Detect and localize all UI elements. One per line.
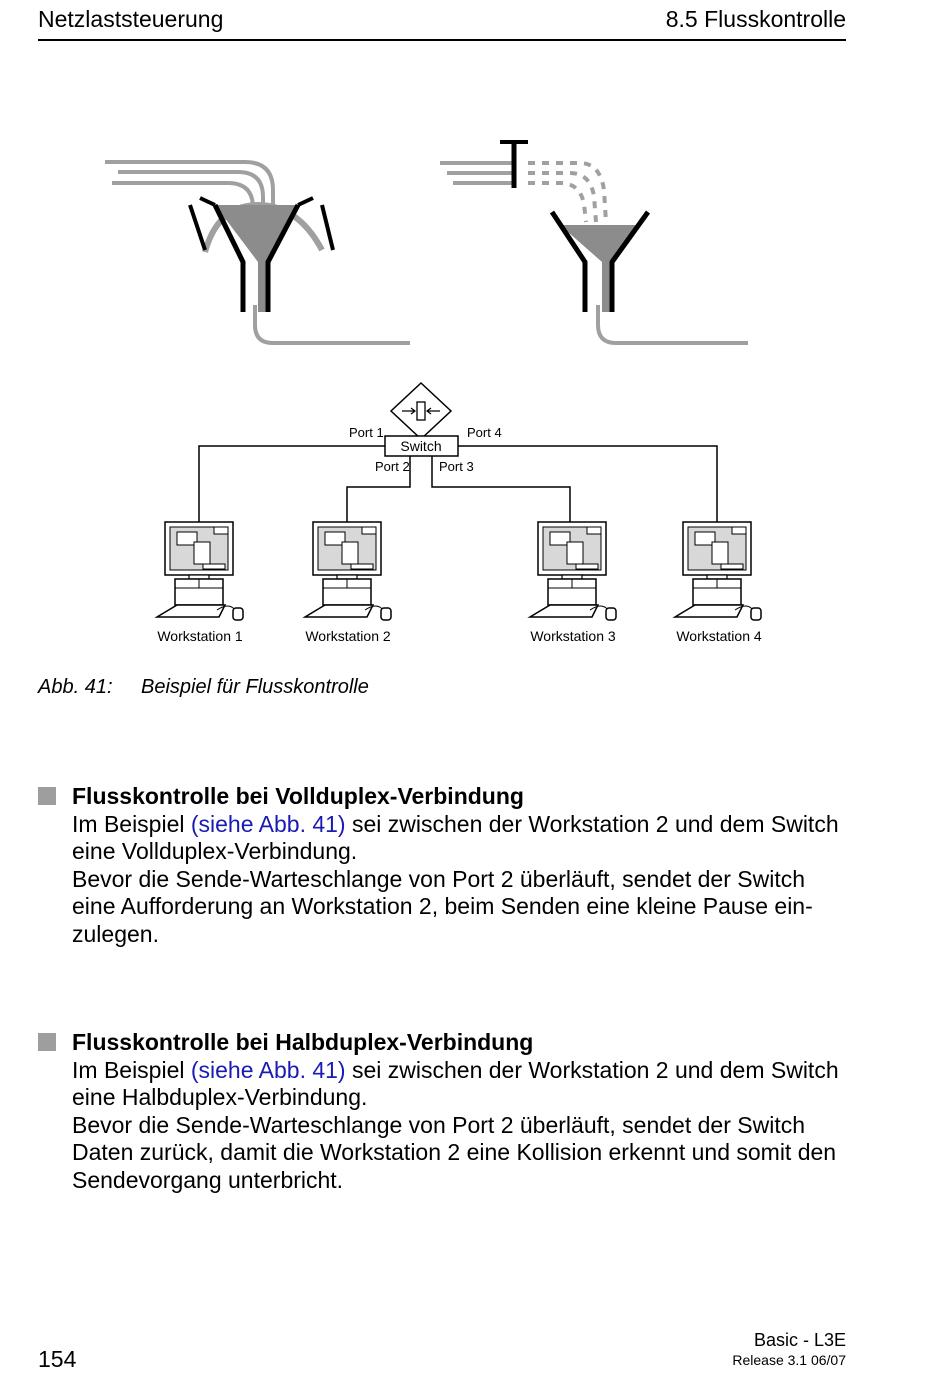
header-chapter: Netzlaststeuerung <box>38 6 224 32</box>
figure-reference-link[interactable]: (siehe Abb. 41) <box>190 1056 346 1083</box>
caption-number: Abb. 41: <box>38 676 113 698</box>
section-full-duplex: Flusskontrolle bei Vollduplex-Verbindung… <box>38 783 852 948</box>
intro-text: sei zwischen der Workstation 2 und dem S… <box>72 1056 839 1111</box>
caption-text: Beispiel für Flusskontrolle <box>141 676 369 698</box>
workstation-1-computer <box>156 521 244 621</box>
page-number: 154 <box>38 1346 77 1372</box>
section-body: Bevor die Sende-Warteschlange von Port 2… <box>72 865 813 947</box>
section-title: Flusskontrolle bei Vollduplex-Verbindung <box>72 783 524 809</box>
port-2-label: Port 2 <box>375 459 410 474</box>
workstation-4-computer <box>674 521 762 621</box>
funnel-overflow-illustration <box>105 160 410 345</box>
network-topology <box>198 445 718 522</box>
section-half-duplex: Flusskontrolle bei Halbduplex-Verbindung… <box>38 1029 852 1194</box>
section-title: Flusskontrolle bei Halbduplex-Verbindung <box>72 1029 534 1055</box>
bullet-square-icon <box>38 787 56 805</box>
header-section: 8.5 Flusskontrolle <box>665 6 846 32</box>
flow-control-figure: Switch Port 1 Port 2 Port 3 Port 4 Works… <box>105 140 762 644</box>
workstation-4-label: Workstation 4 <box>676 628 762 644</box>
funnel-throttled-illustration <box>440 140 748 345</box>
switch-node <box>384 381 459 457</box>
section-intro: Im Beispiel (siehe Abb. 41) sei zwischen… <box>72 1057 852 1112</box>
switch-label: Switch <box>400 438 441 454</box>
port-4-label: Port 4 <box>467 425 502 440</box>
intro-text: Im Beispiel <box>72 810 191 837</box>
workstation-3-computer <box>529 521 617 621</box>
header-divider <box>38 39 846 41</box>
footer-product: Basic - L3E <box>753 1330 846 1350</box>
section-intro: Im Beispiel (siehe Abb. 41) sei zwischen… <box>72 811 852 866</box>
bullet-square-icon <box>38 1033 56 1051</box>
workstation-3-label: Workstation 3 <box>530 628 616 644</box>
port-3-label: Port 3 <box>439 459 474 474</box>
workstation-2-label: Workstation 2 <box>305 628 391 644</box>
workstation-1-label: Workstation 1 <box>157 628 243 644</box>
section-body: Bevor die Sende-Warteschlange von Port 2… <box>72 1111 837 1193</box>
figure-caption: Abb. 41: Beispiel für Flusskontrolle <box>38 676 369 699</box>
intro-text: sei zwischen der Workstation 2 und dem S… <box>72 810 839 865</box>
workstation-2-computer <box>304 521 392 621</box>
port-1-label: Port 1 <box>349 425 384 440</box>
intro-text: Im Beispiel <box>72 1056 191 1083</box>
footer-release: Release 3.1 06/07 <box>732 1352 846 1368</box>
figure-reference-link[interactable]: (siehe Abb. 41) <box>190 810 346 837</box>
